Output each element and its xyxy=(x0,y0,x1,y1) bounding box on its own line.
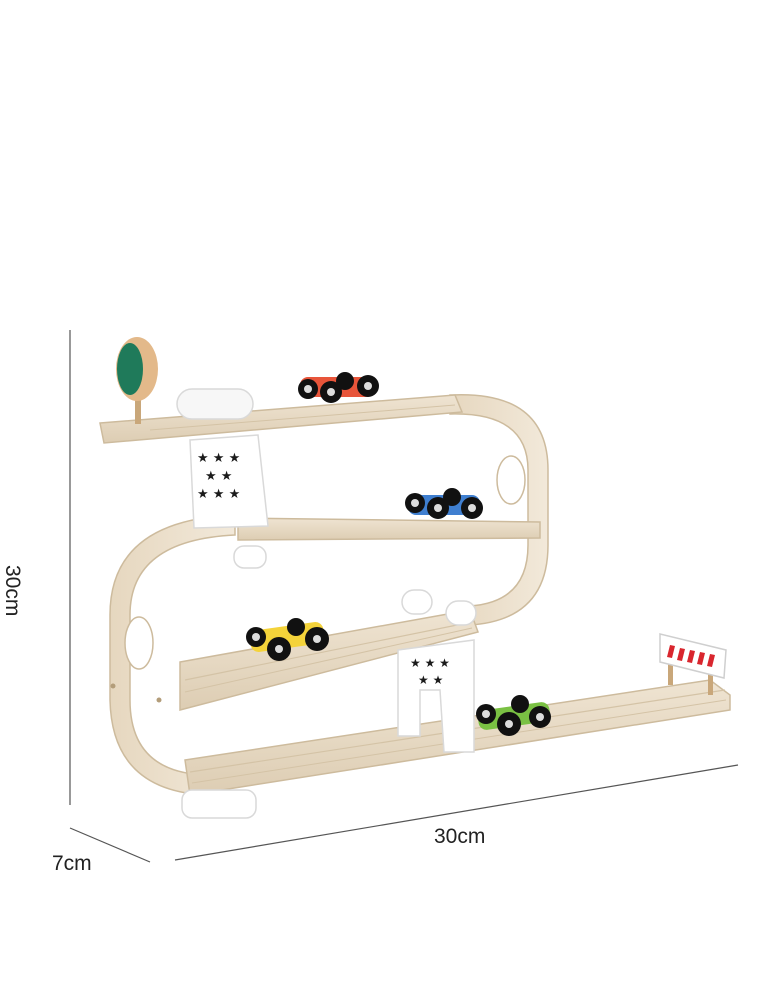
star-pillar-top: ★ ★ ★ ★ ★ ★ ★ ★ xyxy=(189,434,269,569)
third-track xyxy=(179,609,479,711)
svg-text:★ ★: ★ ★ xyxy=(418,673,443,687)
svg-text:★ ★ ★: ★ ★ ★ xyxy=(197,487,240,502)
dimension-lines xyxy=(69,330,739,863)
foot-block xyxy=(181,789,257,819)
bend-hole xyxy=(496,455,526,505)
svg-text:★ ★: ★ ★ xyxy=(205,469,232,484)
width-line xyxy=(174,764,739,861)
star-pillar-bottom: ★ ★ ★ ★ ★ xyxy=(397,589,477,753)
second-track xyxy=(237,517,541,541)
bend-hole xyxy=(124,616,154,670)
car-blue xyxy=(405,488,483,519)
star-icon: ★ ★ ★ ★ ★ ★ ★ ★ xyxy=(197,451,240,502)
width-label: 30cm xyxy=(434,825,486,848)
top-track xyxy=(99,394,464,444)
star-icon: ★ ★ ★ ★ ★ xyxy=(410,656,450,687)
depth-label: 7cm xyxy=(52,852,92,875)
finish-flag-icon xyxy=(659,633,727,695)
tree-icon xyxy=(116,337,158,424)
height-label: 30cm xyxy=(1,565,24,617)
car-yellow xyxy=(246,618,329,661)
lower-bend xyxy=(109,514,236,796)
car-red xyxy=(298,372,379,403)
top-roller xyxy=(176,388,254,420)
svg-text:★ ★ ★: ★ ★ ★ xyxy=(410,656,450,670)
depth-line xyxy=(69,827,151,863)
svg-text:★ ★ ★: ★ ★ ★ xyxy=(197,451,240,466)
car-green xyxy=(476,695,551,736)
